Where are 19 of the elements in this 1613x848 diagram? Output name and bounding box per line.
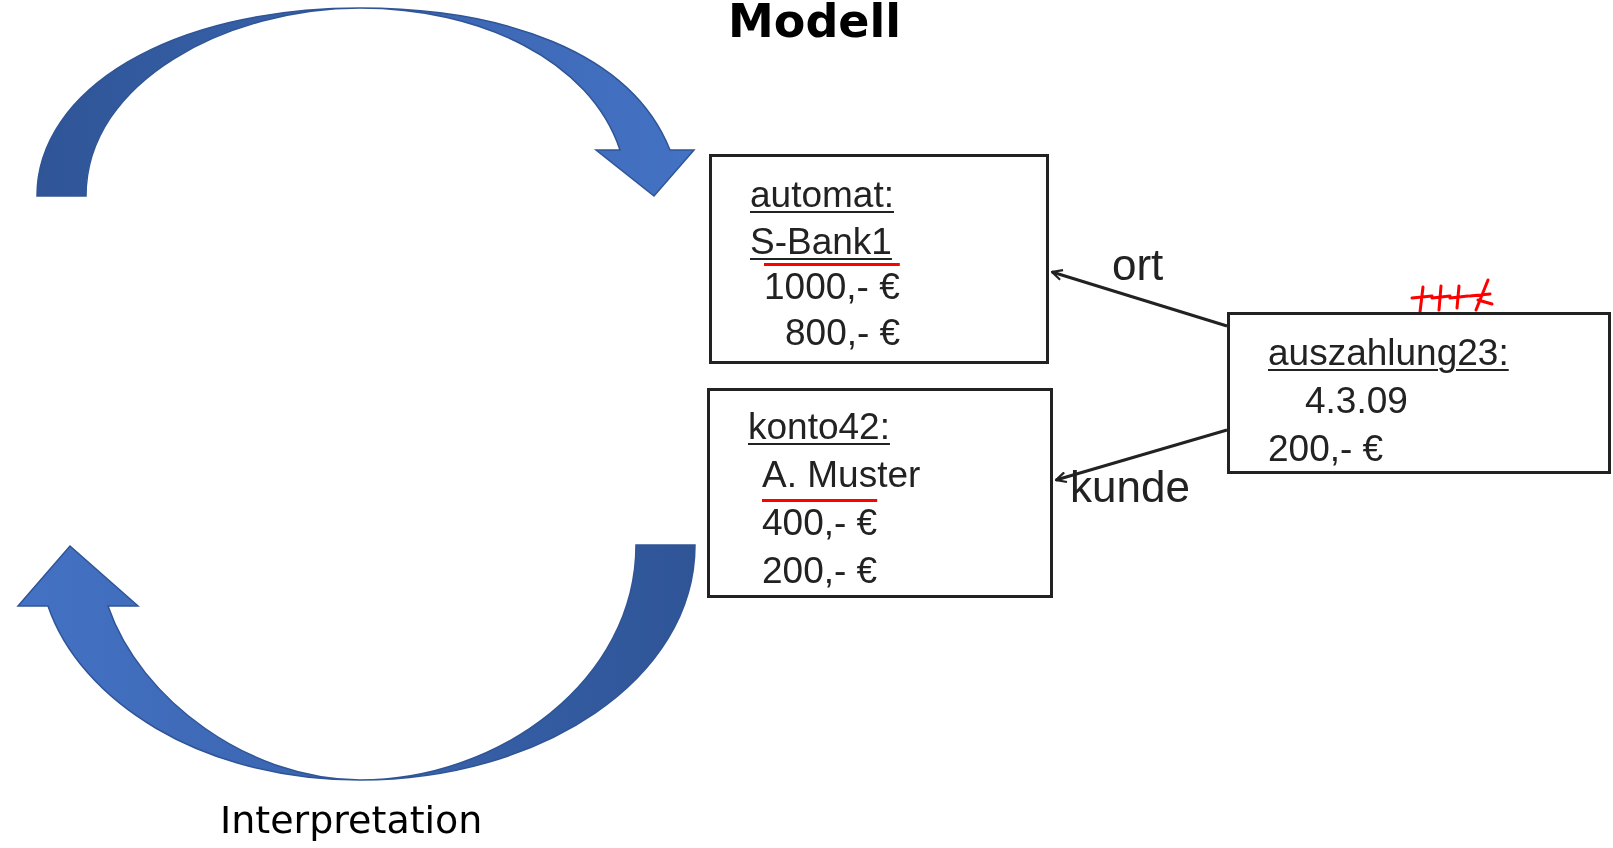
- object-box: [1227, 312, 1611, 474]
- title: Modell: [728, 0, 902, 48]
- attribute-value: 4.3.09: [1305, 379, 1408, 423]
- attribute-value: 1000,- €: [764, 265, 900, 309]
- attribute-value: 200,- €: [1268, 427, 1384, 471]
- caption-label: Interpretation: [220, 798, 483, 842]
- attribute-value: 200,- €: [762, 549, 878, 593]
- object-box: [707, 388, 1053, 598]
- object-name: automat: S-Bank1: [750, 173, 895, 264]
- attribute-value: A. Muster: [762, 453, 921, 497]
- association-arrow: [1054, 428, 1228, 484]
- association-arrow: [1050, 269, 1228, 328]
- edge-label: kunde: [1070, 462, 1190, 512]
- attribute-value: 800,- €: [785, 311, 901, 355]
- object-name: konto42:: [748, 405, 890, 449]
- edge-label: ort: [1112, 240, 1164, 290]
- object-box: [709, 154, 1049, 364]
- object-name: auszahlung23:: [1268, 331, 1509, 375]
- attribute-value: 400,- €: [762, 501, 878, 545]
